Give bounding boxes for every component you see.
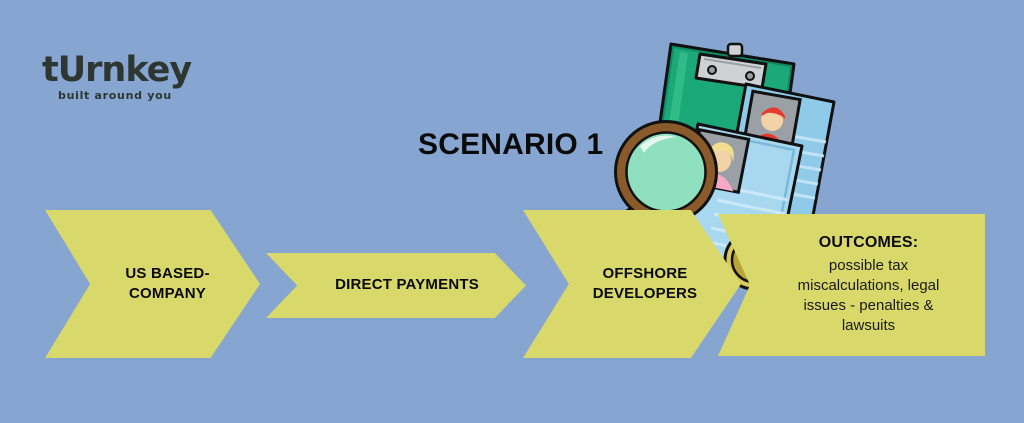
- flow-step-us-based-company[interactable]: US BASED- COMPANY: [45, 210, 260, 358]
- outcomes-heading: OUTCOMES:: [818, 234, 919, 252]
- logo-wordmark: tUrnkey: [42, 50, 192, 90]
- flow-step-label-line1: DIRECT PAYMENTS: [335, 276, 479, 294]
- logo-tagline-accent: you: [147, 89, 172, 102]
- logo-tagline-prefix: built around: [58, 89, 148, 102]
- flow-step-label-line2: COMPANY: [129, 285, 206, 302]
- flow-step-label-line1: US BASED-: [125, 264, 210, 282]
- outcomes-body: possible tax miscalculations, legal issu…: [797, 257, 940, 334]
- turnkey-logo: tUrnkey built around you: [42, 52, 192, 104]
- flow-step-outcomes[interactable]: OUTCOMES: possible tax miscalculations, …: [718, 214, 985, 356]
- flow-step-label-line2: DEVELOPERS: [592, 285, 698, 302]
- flow-step-direct-payments[interactable]: DIRECT PAYMENTS: [266, 253, 526, 318]
- flow-step-label: US BASED- COMPANY: [95, 264, 209, 305]
- flow-step-label: OFFSHORE DEVELOPERS: [567, 264, 698, 305]
- flow-step-label-line1: OFFSHORE: [602, 264, 688, 282]
- metal-clip: [694, 42, 768, 90]
- page-title: SCENARIO 1: [418, 128, 604, 161]
- logo-tagline: built around you: [58, 89, 192, 102]
- flow-step-label: DIRECT PAYMENTS: [313, 275, 479, 295]
